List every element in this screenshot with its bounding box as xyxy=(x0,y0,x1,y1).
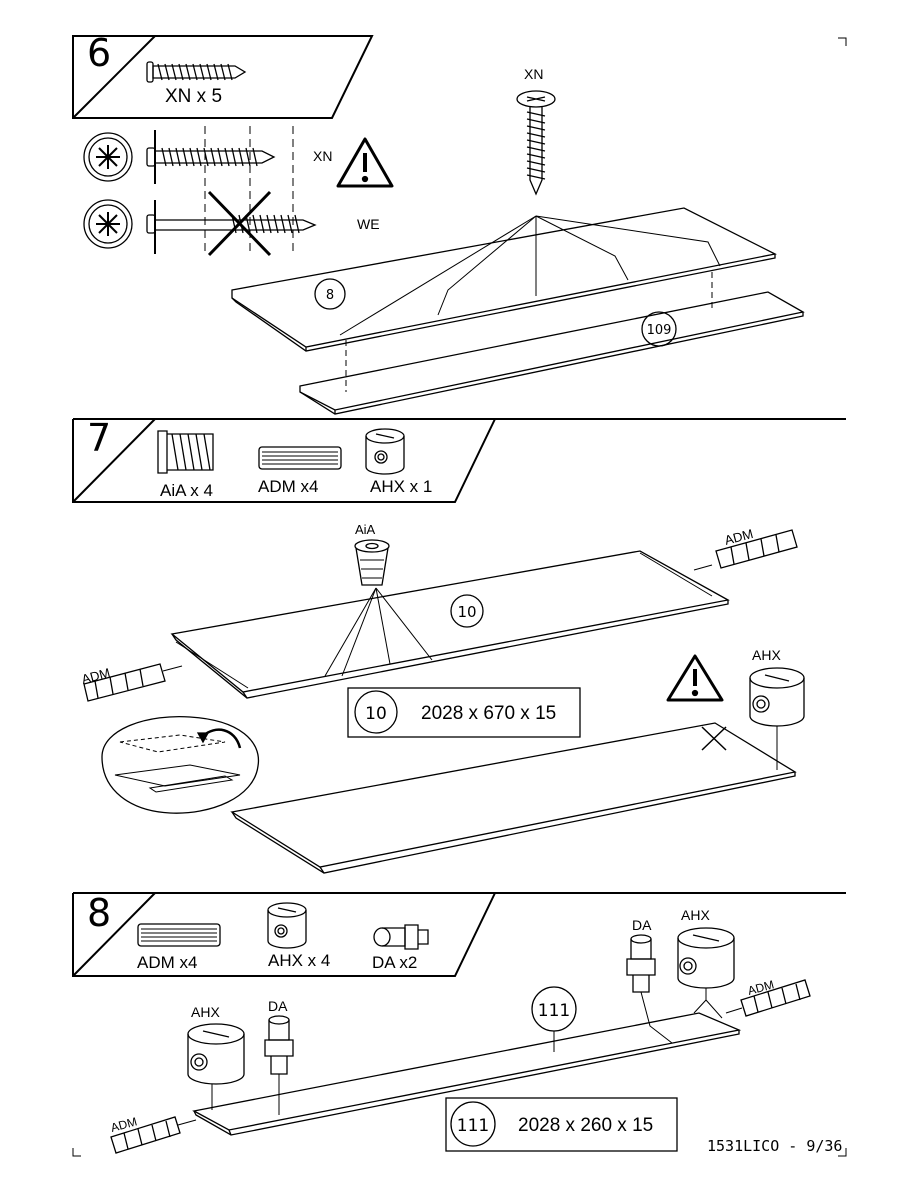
xn-screw-icon xyxy=(146,61,247,83)
adm-label-right-2: ADM xyxy=(746,977,775,997)
panel-109 xyxy=(299,291,805,415)
step8-spec-dims: 2028 x 260 x 15 xyxy=(518,1115,653,1136)
page-footer: 1531LICO - 9/36 xyxy=(707,1137,842,1155)
we-screw-wrong-icon xyxy=(146,200,317,254)
part-8-number: 8 xyxy=(326,288,334,303)
step7-section: 7 AiA x 4 ADM x4 AHX x 1 AiA xyxy=(72,416,846,874)
panel-111 xyxy=(192,1012,742,1136)
ahx-label: AHX xyxy=(752,647,781,663)
screw-pointer-lines xyxy=(339,215,721,336)
xn-label-top: XN xyxy=(524,66,543,82)
step7-spec-callout xyxy=(354,690,398,734)
ahx-cam-right-icon xyxy=(677,927,735,989)
aia-insert-vertical-icon xyxy=(354,539,390,586)
part-10-number: 10 xyxy=(457,603,476,621)
adm-label-left: ADM xyxy=(80,665,112,687)
step6-qty-label: XN x 5 xyxy=(165,86,222,107)
step7-spec-part: 10 xyxy=(365,704,387,724)
da-pin-left-icon xyxy=(264,1015,294,1075)
xn-label-right: XN xyxy=(313,148,332,164)
ahx-cam-large-icon xyxy=(749,667,805,727)
adm-dowel-left-icon-2 xyxy=(110,1116,181,1154)
step8-qty-ahx: AHX x 4 xyxy=(268,951,330,970)
warning-icon xyxy=(336,137,394,188)
step8-qty-da: DA x2 xyxy=(372,953,417,972)
step8-qty-adm: ADM x4 xyxy=(137,953,197,972)
part-109-callout xyxy=(641,311,677,347)
adm-label-right: ADM xyxy=(723,526,755,548)
step8-header-box xyxy=(72,892,496,977)
da-pin-right-icon xyxy=(626,934,656,993)
step7-corner-diagonal xyxy=(72,418,156,503)
step7-qty-aia: AiA x 4 xyxy=(160,481,213,500)
ahx-label-left: AHX xyxy=(191,1004,220,1020)
ahx-cam-icon-2 xyxy=(267,902,307,949)
step8-spec-callout xyxy=(450,1101,496,1147)
step8-corner-diagonal xyxy=(72,892,156,977)
step8-section: 8 ADM x4 AHX x 4 DA x2 AHX xyxy=(72,891,846,1154)
xn-screw-vertical-icon xyxy=(516,90,556,196)
panel-10 xyxy=(170,550,730,699)
step8-number: 8 xyxy=(87,891,111,935)
adm-label-left-2: ADM xyxy=(109,1114,138,1134)
step7-header-box xyxy=(72,418,496,503)
adm-dowel-right-icon xyxy=(715,529,798,569)
step7-qty-ahx: AHX x 1 xyxy=(370,477,432,496)
step6-header-box xyxy=(72,35,374,119)
cross-mark-icon xyxy=(207,190,272,257)
detail-inset xyxy=(101,715,260,814)
step8-spec-part: 111 xyxy=(457,1116,489,1136)
part-111-number: 111 xyxy=(538,1001,570,1021)
part-109-number: 109 xyxy=(647,323,672,338)
da-label-left: DA xyxy=(268,998,288,1014)
step6-corner-diagonal xyxy=(72,35,156,119)
step6-number: 6 xyxy=(87,31,111,75)
step7-qty-adm: ADM x4 xyxy=(258,477,318,496)
part-10-callout xyxy=(450,594,484,628)
cross-mark-icon-2 xyxy=(701,726,727,751)
step6-section: 6 XN x 5 XN xyxy=(72,31,805,415)
ahx-cam-icon xyxy=(365,428,405,475)
part-8-callout xyxy=(314,278,346,310)
we-label: WE xyxy=(357,216,380,232)
xn-screw-correct-icon xyxy=(146,130,276,184)
ahx-label-right: AHX xyxy=(681,907,710,923)
aia-label: AiA xyxy=(355,522,376,537)
screw-head-icon-2 xyxy=(83,199,133,249)
crop-marks xyxy=(72,37,847,1157)
depth-guides xyxy=(204,126,294,256)
da-label-right: DA xyxy=(632,917,652,933)
aia-insert-icon xyxy=(157,430,214,474)
adm-dowel-right-icon-2 xyxy=(740,979,811,1017)
adm-dowel-left-icon xyxy=(83,663,166,702)
da-pin-icon xyxy=(373,924,429,950)
adm-dowel-icon xyxy=(258,446,342,470)
adm-dowel-icon-2 xyxy=(137,923,221,947)
step7-spec-dims: 2028 x 670 x 15 xyxy=(421,703,556,724)
panel-10-flat xyxy=(230,722,797,874)
panel-8 xyxy=(231,207,777,352)
step8-spec-box xyxy=(445,1097,678,1152)
step7-spec-box xyxy=(347,687,581,738)
screw-head-icon-1 xyxy=(83,132,133,182)
warning-icon-2 xyxy=(666,654,724,702)
aia-pointer-lines xyxy=(324,587,433,677)
ahx-cam-left-icon xyxy=(187,1023,245,1085)
step7-number: 7 xyxy=(87,416,111,460)
